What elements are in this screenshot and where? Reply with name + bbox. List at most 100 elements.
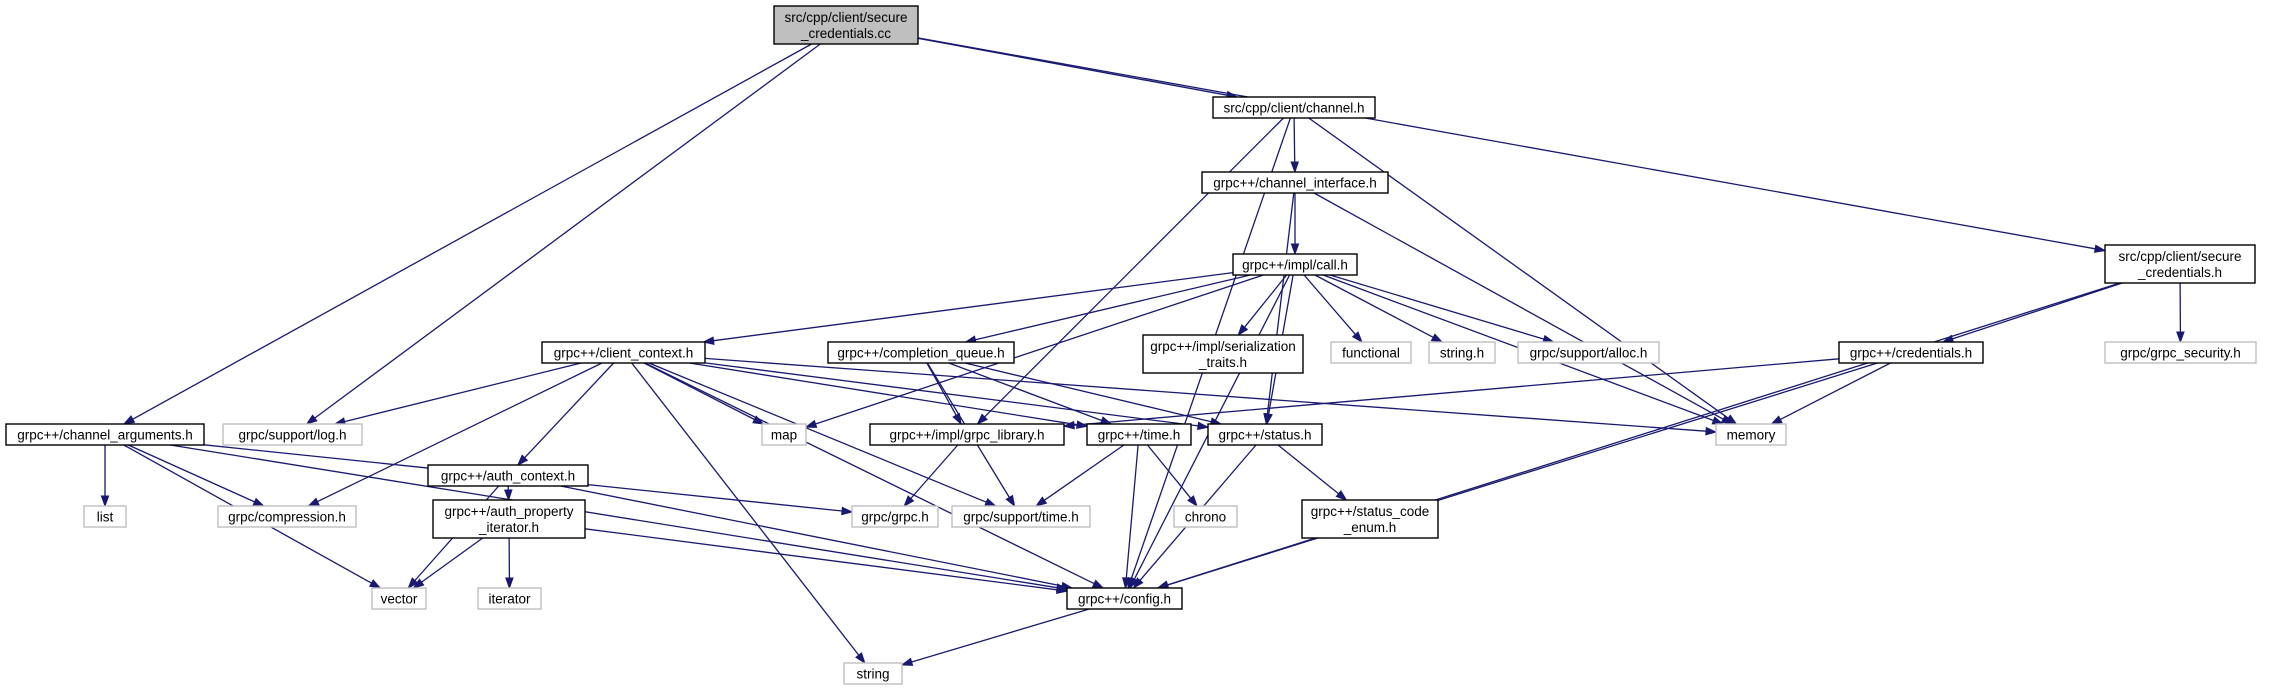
node-map[interactable]: map [761,423,807,446]
edge-arrowhead [976,413,988,426]
node-box[interactable] [1715,423,1787,446]
node-label: src/cpp/client/secure [2118,249,2241,264]
edge-arrowhead [252,497,266,507]
edge-arrowhead [305,414,318,425]
node-chrono[interactable]: chrono [1173,505,1238,528]
node-box[interactable] [827,341,1015,364]
edge-channel_interface-to-status_h [1263,192,1295,426]
edge-line [1266,192,1295,415]
node-grpc-client-context-h[interactable]: grpc++/client_context.h [541,341,706,364]
node-box[interactable] [1086,423,1192,446]
node-grpc-impl-call-h[interactable]: grpc++/impl/call.h [1232,253,1358,276]
node-box[interactable] [222,423,363,446]
node-box[interactable] [217,505,357,528]
node-grpc-status-code-enum-h[interactable]: grpc++/status_code_enum.h [1301,499,1439,539]
node-grpc-support-log-h[interactable]: grpc/support/log.h [222,423,363,446]
node-box[interactable] [1207,423,1323,446]
node-box[interactable] [1201,171,1389,194]
node-grpc-impl-grpc-library-h[interactable]: grpc++/impl/grpc_library.h [869,423,1065,446]
node-box[interactable] [1142,334,1304,374]
node-box[interactable] [761,423,807,446]
node-box[interactable] [2104,341,2257,364]
node-label: grpc++/status.h [1218,428,1311,443]
node-box[interactable] [541,341,706,364]
node-box[interactable] [1428,341,1496,364]
node-grpc-auth-context-h[interactable]: grpc++/auth_context.h [427,464,589,487]
node-box[interactable] [1517,341,1660,364]
node-label: functional [1342,346,1400,361]
edge-line [132,43,812,420]
edge-root-to-channel_arguments [122,43,812,425]
node-box[interactable] [773,5,919,45]
edge-line [524,362,615,459]
node-label: grpc++/status_code [1311,504,1430,519]
node-grpc-grpc-security-h[interactable]: grpc/grpc_security.h [2104,341,2257,364]
node-label: src/cpp/client/secure [784,10,907,25]
edge-client_context-to-memory [704,357,1718,436]
edge-impl_call-to-string_h [1314,274,1444,343]
node-grpc-support-alloc-h[interactable]: grpc/support/alloc.h [1517,341,1660,364]
node-label: grpc/support/log.h [238,428,346,443]
edge-line [926,362,957,416]
edge-arrowhead [702,336,715,345]
node-grpc-impl-serialization-traits-h[interactable]: grpc++/impl/serialization_traits.h [1142,334,1304,374]
edge-arrowhead [1132,577,1144,590]
node-grpc-compression-h[interactable]: grpc/compression.h [217,505,357,528]
edge-line [917,37,2096,250]
edge-auth_context-to-auth_property_iterator [503,485,513,502]
node-grpc-credentials-h[interactable]: grpc++/credentials.h [1838,341,1984,364]
node-label: grpc++/client_context.h [554,346,694,361]
node-box[interactable] [2104,244,2256,284]
node-label: chrono [1185,510,1226,525]
node-box[interactable] [5,423,205,446]
node-label: _enum.h [1343,520,1397,535]
node-box[interactable] [83,505,127,528]
edge-arrowhead [1351,331,1363,344]
node-src-cpp-client-channel-h[interactable]: src/cpp/client/channel.h [1212,96,1376,119]
edge-arrowhead [307,497,320,507]
node-label: grpc++/credentials.h [1850,346,1972,361]
node-box[interactable] [427,464,589,487]
node-box[interactable] [371,587,427,610]
node-box[interactable] [432,499,586,539]
node-grpc-channel-interface-h[interactable]: grpc++/channel_interface.h [1201,171,1389,194]
node-string-h[interactable]: string.h [1428,341,1496,364]
nodes-layer: src/cpp/client/secure_credentials.ccsrc/… [5,5,2257,685]
node-grpc-time-h[interactable]: grpc++/time.h [1086,423,1192,446]
node-box[interactable] [1232,253,1358,276]
edge-line [1043,444,1125,501]
node-box[interactable] [851,505,939,528]
node-box[interactable] [843,662,903,685]
node-src-cpp-client-secure-credentials-cc[interactable]: src/cpp/client/secure_credentials.cc [773,5,919,45]
edge-line [314,43,821,419]
node-grpc-completion-queue-h[interactable]: grpc++/completion_queue.h [827,341,1015,364]
node-grpc-channel-arguments-h[interactable]: grpc++/channel_arguments.h [5,423,205,446]
node-box[interactable] [1212,96,1376,119]
node-box[interactable] [477,587,542,610]
edge-client_context-to-string [631,362,866,665]
node-grpc-status-h[interactable]: grpc++/status.h [1207,423,1323,446]
node-grpc-auth-property-iterator-h[interactable]: grpc++/auth_property_iterator.h [432,499,586,539]
node-box[interactable] [869,423,1065,446]
node-box[interactable] [1066,587,1183,610]
edge-arrowhead [903,495,915,508]
edge-arrowhead [1237,324,1249,337]
node-src-cpp-client-secure-credentials-h[interactable]: src/cpp/client/secure_credentials.h [2104,244,2256,284]
node-grpc-config-h[interactable]: grpc++/config.h [1066,587,1183,610]
node-vector[interactable]: vector [371,587,427,610]
node-memory[interactable]: memory [1715,423,1787,446]
node-box[interactable] [1173,505,1238,528]
node-box[interactable] [1330,341,1412,364]
node-box[interactable] [951,505,1091,528]
node-string[interactable]: string [843,662,903,685]
edge-secure_credentials_h-to-grpc_security [2176,282,2185,344]
node-iterator[interactable]: iterator [477,587,542,610]
node-grpc-support-time-h[interactable]: grpc/support/time.h [951,505,1091,528]
node-box[interactable] [1301,499,1439,539]
edge-time_h-to-config [1122,444,1139,590]
node-grpc-grpc-h[interactable]: grpc/grpc.h [851,505,939,528]
edge-arrowhead [122,415,136,425]
node-list[interactable]: list [83,505,127,528]
node-box[interactable] [1838,341,1984,364]
node-functional[interactable]: functional [1330,341,1412,364]
